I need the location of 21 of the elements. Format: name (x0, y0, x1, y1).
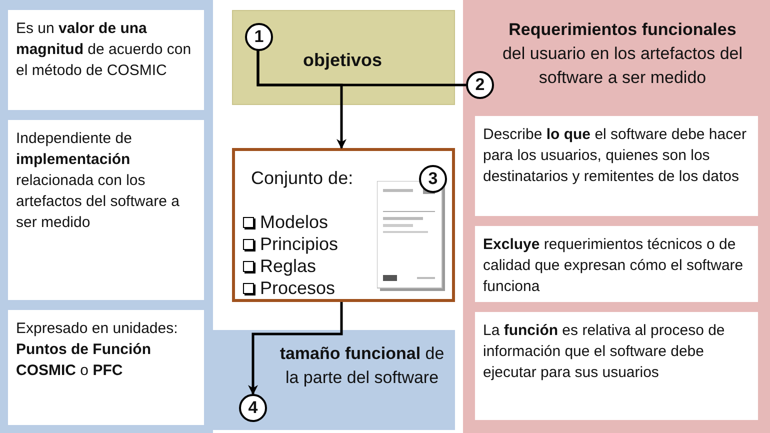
list-item: Procesos (260, 277, 336, 299)
side-panel (463, 0, 770, 433)
text-card: Independiente de implementación relacionada con los artefactos del software a ser medido (8, 120, 204, 300)
result-box (213, 330, 455, 430)
text-card: Expresado en unidades: Puntos de Función COSMIC o PFC (8, 310, 204, 425)
panel-heading: Requerimientos funcionales del usuario en los artefactos del software a ser medido (501, 19, 744, 89)
box-title: objetivos (303, 49, 382, 72)
list-item: Reglas (260, 255, 316, 277)
side-panel (0, 0, 213, 433)
text-card: Es un valor de una magnitud de acuerdo con el método de COSMIC (8, 10, 204, 110)
text-card: Excluye requerimientos técnicos o de calidad que expresan cómo el software funciona (475, 226, 758, 302)
connector-arrow (248, 302, 343, 395)
list-item: Modelos (260, 211, 328, 233)
box-text: tamaño funcional de la parte del software (278, 343, 446, 389)
objective-box (232, 10, 455, 105)
text-card: Describe lo que el software debe hacer para los usuarios, quienes son los destinatarios y remitentes de los datos (475, 116, 758, 216)
connector-arrow (256, 50, 346, 149)
text-card: La función es relativa al proceso de información que el software debe ejecutar para sus usuarios (475, 312, 758, 420)
list-item: Principios (260, 233, 338, 255)
set-box (232, 148, 455, 302)
box-title: Conjunto de: (251, 167, 354, 190)
